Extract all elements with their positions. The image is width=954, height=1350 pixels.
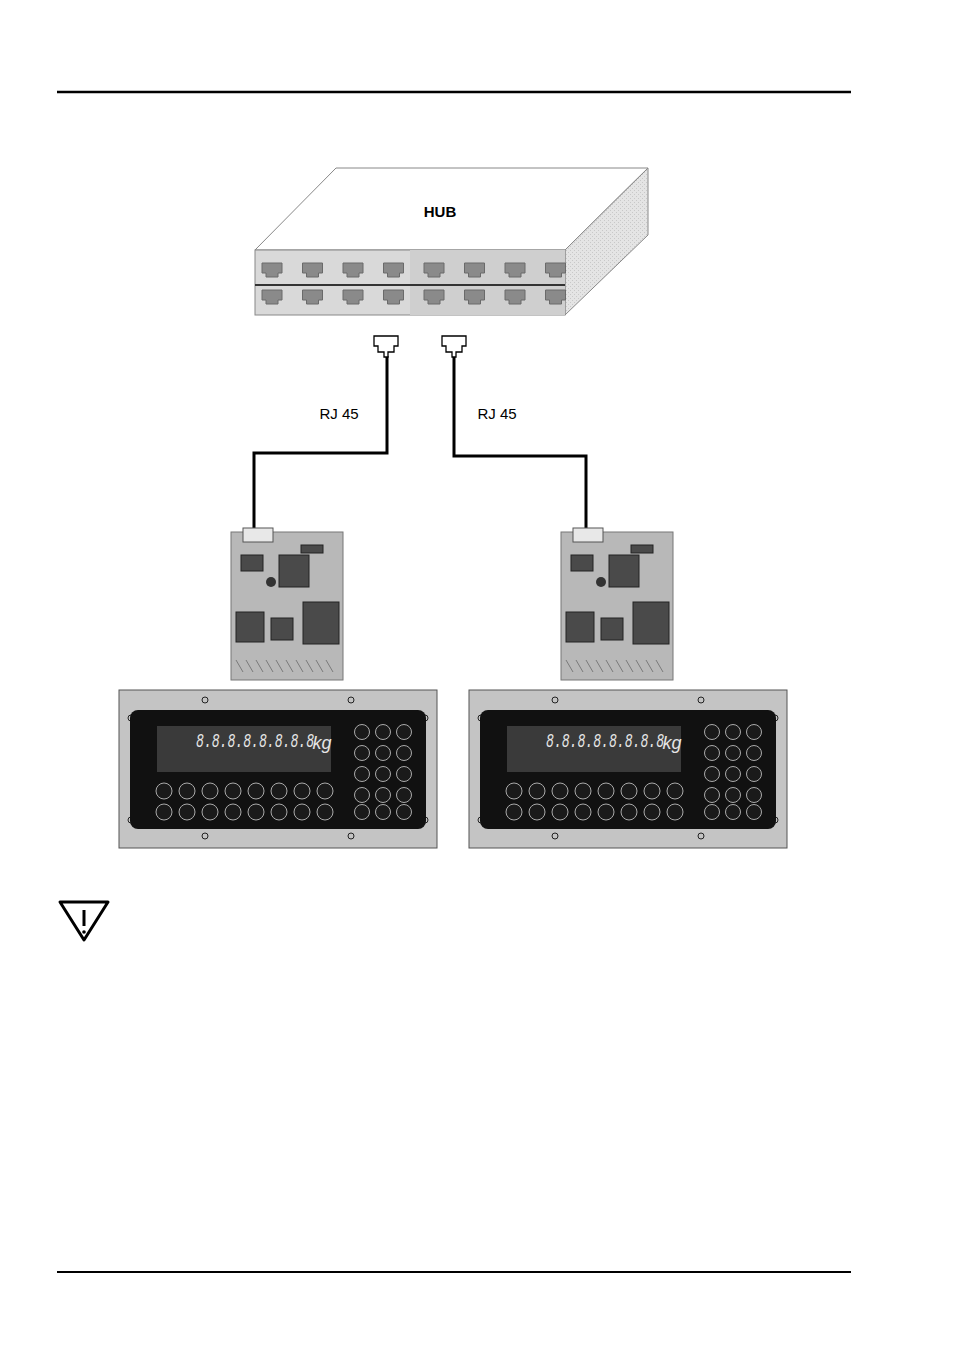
warning-symbol [60,902,108,940]
interface-boards [231,528,673,680]
display-digits: 8.8.8.8.8.8.8.8 [196,732,314,752]
unit-label: kg [312,734,331,752]
rj45-plugs [374,336,466,357]
device-name: HUB [424,204,457,219]
cables [254,356,586,532]
display-digits: 8.8.8.8.8.8.8.8 [546,732,664,752]
footer-rule [57,1271,851,1273]
unit-label: kg [662,734,681,752]
cable-label: RJ 45 [319,406,358,421]
hub-box: HUB [255,168,648,315]
hub-drawing [255,168,648,315]
cable-label: RJ 45 [477,406,516,421]
weight-indicators [119,690,787,848]
header-rule [57,91,851,94]
